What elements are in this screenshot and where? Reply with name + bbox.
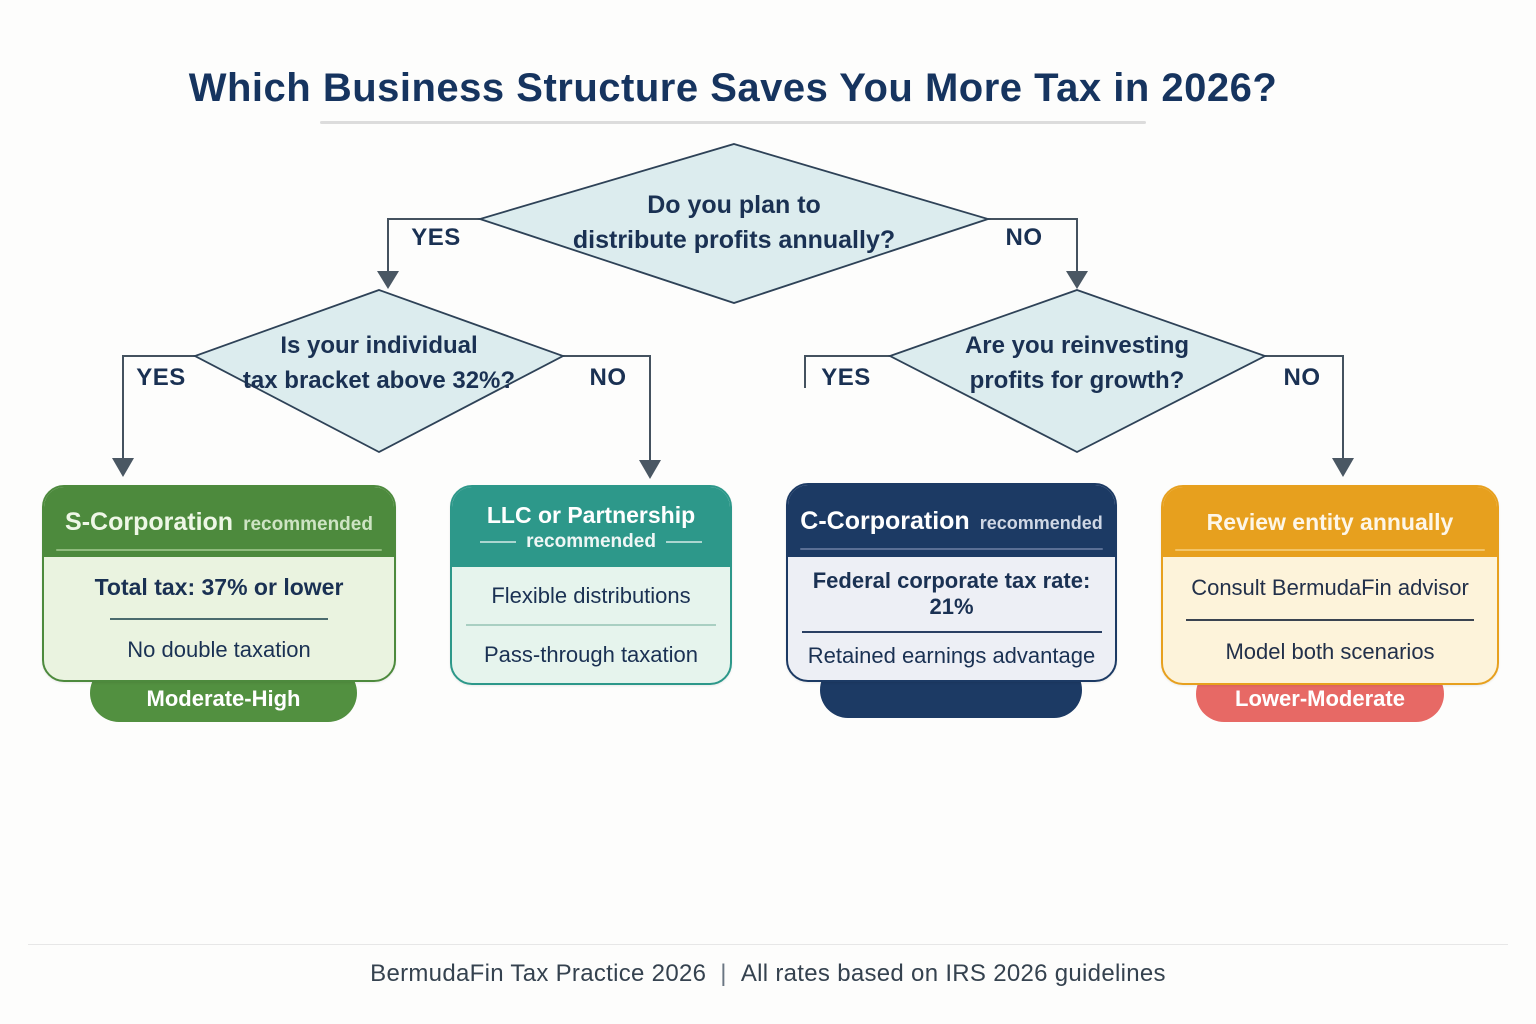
card-row: Model both scenarios xyxy=(1225,639,1435,664)
header-divider xyxy=(1175,549,1485,551)
decision-right-line1: Are you reinvesting xyxy=(964,332,1190,359)
decision-text-right: Are you reinvesting profits for growth? xyxy=(912,328,1242,398)
outcome-card-review-entity: Review entity annually Consult BermudaFi… xyxy=(1161,485,1499,685)
card-title: S-Corporation xyxy=(65,507,234,536)
decision-root-line2: distribute profits annually? xyxy=(572,225,896,254)
card-recommended-tag: recommended xyxy=(979,512,1103,533)
arrowhead-icon xyxy=(112,458,134,477)
row-divider xyxy=(110,617,328,620)
badge-label: Lower-Moderate xyxy=(1235,686,1405,711)
card-row: Federal corporate tax rate: 21% xyxy=(812,567,1091,619)
arrowhead-icon xyxy=(639,460,661,479)
connector-root-no xyxy=(988,218,1078,274)
arrowhead-icon xyxy=(1332,458,1354,477)
card-row: Total tax: 37% or lower xyxy=(94,574,344,601)
card-row: Pass-through taxation xyxy=(483,641,699,667)
branch-label-right-yes: YES xyxy=(821,364,871,391)
outcome-card-c-corporation: C-Corporation recommended Federal corpor… xyxy=(786,483,1117,682)
header-divider xyxy=(800,548,1103,550)
header-flank-line xyxy=(480,540,517,543)
outcome-card-llc-partnership: LLC or Partnership recommended Flexible … xyxy=(450,485,732,685)
card-body: Federal corporate tax rate: 21% Retained… xyxy=(788,557,1115,680)
card-title: Review entity annually xyxy=(1206,508,1454,535)
header-divider xyxy=(56,549,382,551)
connector-left-yes xyxy=(122,355,195,460)
footer-separator: | xyxy=(720,960,727,987)
decision-diamond-right xyxy=(887,289,1268,454)
branch-label-right-no: NO xyxy=(1283,364,1321,391)
branch-label-left-no: NO xyxy=(589,364,627,391)
decision-diamond-left xyxy=(192,289,566,454)
card-header: C-Corporation recommended xyxy=(788,485,1115,557)
card-body: Consult BermudaFin advisor Model both sc… xyxy=(1163,557,1497,683)
header-flank-line xyxy=(665,540,702,543)
connector-root-yes xyxy=(387,218,480,274)
card-header: S-Corporation recommended xyxy=(44,487,394,557)
connector-left-no xyxy=(563,355,651,462)
decision-left-line1: Is your individual xyxy=(280,332,478,359)
decision-left-line2: tax bracket above 32%? xyxy=(242,367,516,394)
decision-text-root: Do you plan to distribute profits annual… xyxy=(509,175,959,270)
decision-right-line2: profits for growth? xyxy=(969,367,1185,394)
branch-label-root-yes: YES xyxy=(411,224,461,251)
card-row: Consult BermudaFin advisor xyxy=(1191,575,1469,600)
card-recommended-tag: recommended xyxy=(243,513,373,535)
footer-divider xyxy=(28,944,1508,945)
card-header: LLC or Partnership recommended xyxy=(452,487,730,567)
card-recommended-tag: recommended xyxy=(526,530,656,552)
connector-right-yes-stub xyxy=(804,355,890,388)
branch-label-root-no: NO xyxy=(1005,224,1043,251)
row-divider xyxy=(466,624,716,626)
card-row: Retained earnings advantage xyxy=(807,643,1096,669)
row-divider xyxy=(801,630,1102,633)
decision-root-line1: Do you plan to xyxy=(647,190,821,219)
card-row: No double taxation xyxy=(127,636,311,662)
card-header: Review entity annually xyxy=(1163,487,1497,557)
branch-label-left-yes: YES xyxy=(136,364,186,391)
card-row: Flexible distributions xyxy=(491,582,691,608)
row-divider xyxy=(1186,619,1474,621)
outcome-card-s-corporation: S-Corporation recommended Total tax: 37%… xyxy=(42,485,396,682)
arrowhead-icon xyxy=(1066,271,1088,289)
connector-right-no xyxy=(1265,355,1344,460)
connector-lines xyxy=(122,218,1344,462)
title-underline xyxy=(320,121,1146,124)
decision-text-left: Is your individual tax bracket above 32%… xyxy=(214,328,544,398)
footer-note-text: All rates based on IRS 2026 guidelines xyxy=(740,960,1166,987)
page-title: Which Business Structure Saves You More … xyxy=(188,66,1278,110)
card-title: C-Corporation xyxy=(800,506,970,535)
card-body: Flexible distributions Pass-through taxa… xyxy=(452,567,730,683)
card-title: LLC or Partnership xyxy=(486,501,696,528)
decision-diamonds xyxy=(192,143,1268,454)
decision-diamond-root xyxy=(476,143,992,304)
footer: BermudaFin Tax Practice 2026 | All rates b… xyxy=(0,960,1536,988)
footer-practice-text: BermudaFin Tax Practice 2026 xyxy=(370,960,707,987)
badge-label: Moderate-High xyxy=(146,686,301,711)
arrowhead-icon xyxy=(377,271,399,289)
card-body: Total tax: 37% or lower No double taxati… xyxy=(44,557,394,680)
arrowheads xyxy=(112,271,1354,479)
